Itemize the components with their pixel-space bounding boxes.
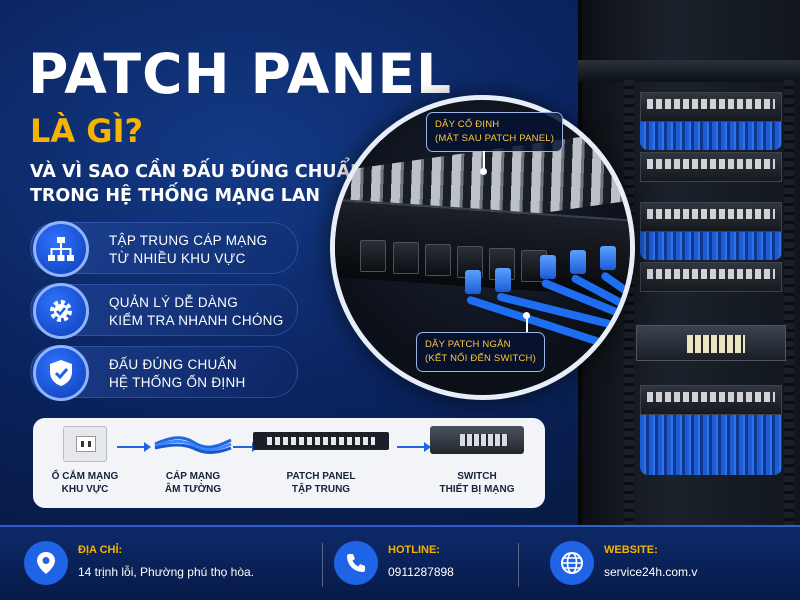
- footer-website: WEBSITE: service24h.com.v: [550, 527, 770, 600]
- page-subtitle: LÀ GÌ?: [30, 112, 144, 150]
- footer-label: WEBSITE:: [604, 544, 658, 556]
- feature-item: TẬP TRUNG CÁP MẠNG TỪ NHIỀU KHU VỰC: [30, 221, 298, 277]
- globe-icon: [550, 541, 594, 585]
- footer-hotline: HOTLINE: 0911287898: [334, 527, 514, 600]
- feature-item: ĐẤU ĐÚNG CHUẨN HỆ THỐNG ỔN ĐỊNH: [30, 345, 298, 401]
- callout-patch-cable: DÂY PATCH NGẮN (KẾT NỐI ĐẾN SWITCH): [416, 332, 545, 372]
- switch-icon: [430, 426, 524, 454]
- flow-step: PATCH PANEL TẬP TRUNG: [251, 426, 391, 496]
- flow-arrow: [117, 442, 151, 452]
- flow-step: Ổ CẮM MẠNG KHU VỰC: [45, 426, 125, 496]
- callout-title: DÂY PATCH NGẮN: [425, 339, 511, 350]
- callout-connector: [526, 316, 528, 332]
- rack-patch-panel: [640, 262, 782, 292]
- callout-pointer: [480, 168, 487, 175]
- callout-fixed-cable: DÂY CỐ ĐỊNH (MẶT SAU PATCH PANEL): [426, 112, 564, 152]
- connection-flow: Ổ CẮM MẠNG KHU VỰC CÁP MẠNG ÂM TƯỜNG PAT…: [33, 418, 545, 508]
- tagline-line: TRONG HỆ THỐNG MẠNG LAN: [30, 186, 321, 206]
- footer-address: ĐỊA CHỈ: 14 trịnh lỗi, Phường phú thọ hò…: [24, 527, 314, 600]
- tagline: VÀ VÌ SAO CẦN ĐẤU ĐÚNG CHUẨN TRONG HỆ TH…: [30, 160, 365, 208]
- rj45-jack: [393, 242, 419, 274]
- feature-line: TỪ NHIỀU KHU VỰC: [109, 251, 246, 266]
- flow-label: TẬP TRUNG: [291, 484, 351, 495]
- feature-text: ĐẤU ĐÚNG CHUẨN HỆ THỐNG ỔN ĐỊNH: [109, 356, 246, 392]
- feature-line: QUẢN LÝ DỄ DÀNG: [109, 295, 239, 310]
- feature-text: QUẢN LÝ DỄ DÀNG KIỂM TRA NHANH CHÓNG: [109, 294, 284, 330]
- feature-line: TẬP TRUNG CÁP MẠNG: [109, 233, 268, 248]
- flow-label: SWITCH: [457, 471, 497, 482]
- network-tree-icon: [33, 221, 89, 277]
- flow-label: PATCH PANEL: [286, 471, 356, 482]
- callout-note: (MẶT SAU PATCH PANEL): [435, 133, 555, 144]
- rack-patch-panel: [640, 92, 782, 122]
- rack-top-frame: [578, 60, 800, 82]
- callout-connector: [483, 151, 485, 171]
- callout-title: DÂY CỐ ĐỊNH: [435, 119, 500, 130]
- phone-icon: [334, 541, 378, 585]
- patch-plug: [600, 246, 616, 270]
- gear-check-icon: [33, 283, 89, 339]
- page-title: PATCH PANEL: [28, 42, 453, 106]
- footer-hotline-value[interactable]: 0911287898: [388, 565, 454, 579]
- patch-plug: [465, 270, 481, 294]
- rack-patch-panel: [640, 385, 782, 415]
- patch-plug: [570, 250, 586, 274]
- cable-bundle-icon: [153, 426, 233, 462]
- feature-text: TẬP TRUNG CÁP MẠNG TỪ NHIỀU KHU VỰC: [109, 232, 267, 268]
- footer-divider: [518, 543, 519, 587]
- flow-label: ÂM TƯỜNG: [164, 484, 222, 495]
- feature-line: HỆ THỐNG ỔN ĐỊNH: [109, 375, 246, 390]
- footer-divider: [322, 543, 323, 587]
- flow-label: CÁP MẠNG: [165, 471, 221, 482]
- rack-switch: [636, 325, 786, 361]
- footer-website-value[interactable]: service24h.com.v: [604, 565, 698, 579]
- rack-patch-panel: [640, 202, 782, 232]
- rj45-jack: [360, 240, 386, 272]
- flow-arrow: [397, 442, 431, 452]
- flow-step: CÁP MẠNG ÂM TƯỜNG: [145, 426, 241, 496]
- rj45-jack: [425, 244, 451, 276]
- shield-check-icon: [33, 345, 89, 401]
- footer-label: ĐỊA CHỈ:: [78, 544, 123, 556]
- wall-outlet-icon: [63, 426, 107, 462]
- footer-address-value: 14 trịnh lỗi, Phường phú thọ hòa.: [78, 565, 255, 579]
- rack-patch-cables: [640, 415, 782, 475]
- flow-step: SWITCH THIẾT BỊ MẠNG: [427, 426, 527, 496]
- flow-label: THIẾT BỊ MẠNG: [439, 484, 515, 495]
- patch-panel-icon: [253, 432, 389, 450]
- rack-patch-cables: [640, 122, 782, 150]
- callout-note: (KẾT NỐI ĐẾN SWITCH): [425, 353, 536, 364]
- patch-plug: [540, 255, 556, 279]
- callout-pointer: [523, 312, 530, 319]
- rack-rail-right: [784, 80, 794, 525]
- feature-line: ĐẤU ĐÚNG CHUẨN: [109, 357, 237, 372]
- tagline-line: VÀ VÌ SAO CẦN ĐẤU ĐÚNG CHUẨN: [30, 162, 365, 182]
- rack-patch-panel: [640, 152, 782, 182]
- contact-footer: ĐỊA CHỈ: 14 trịnh lỗi, Phường phú thọ hò…: [0, 525, 800, 600]
- location-pin-icon: [24, 541, 68, 585]
- feature-line: KIỂM TRA NHANH CHÓNG: [109, 313, 284, 328]
- rack-patch-cables: [640, 232, 782, 260]
- flow-label: Ổ CẮM MẠNG: [51, 471, 119, 482]
- flow-arrow: [233, 442, 259, 452]
- flow-label: KHU VỰC: [61, 484, 109, 495]
- footer-label: HOTLINE:: [388, 544, 440, 556]
- feature-item: QUẢN LÝ DỄ DÀNG KIỂM TRA NHANH CHÓNG: [30, 283, 298, 339]
- patch-plug: [495, 268, 511, 292]
